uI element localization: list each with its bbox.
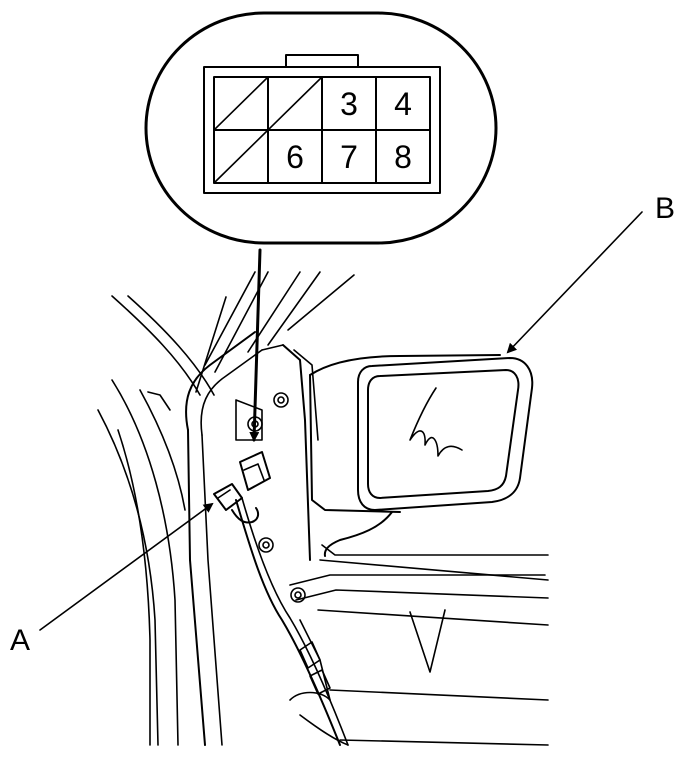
wire-harness [213, 451, 349, 746]
connector-face: 3 4 6 7 8 [203, 54, 441, 194]
bolt-icon [247, 416, 263, 432]
bolt-icon [290, 587, 306, 603]
callout-arrow [249, 248, 262, 442]
label-a: A [10, 624, 30, 657]
pin-label-4: 4 [394, 86, 412, 122]
pin-label-3: 3 [340, 86, 358, 122]
bolt-icon [273, 392, 289, 408]
side-mirror [309, 354, 534, 557]
pin-label-8: 8 [394, 139, 412, 175]
label-b-leader [506, 211, 643, 354]
bolt-icon [258, 537, 274, 553]
connector-callout-bubble [144, 11, 498, 245]
pin-label-6: 6 [286, 139, 304, 175]
pin-label-7: 7 [340, 139, 358, 175]
empty-cavity-1 [213, 76, 269, 131]
label-a-leader [39, 502, 214, 631]
empty-cavity-5 [213, 129, 269, 184]
label-b: B [655, 192, 675, 225]
empty-cavity-2 [267, 76, 323, 131]
